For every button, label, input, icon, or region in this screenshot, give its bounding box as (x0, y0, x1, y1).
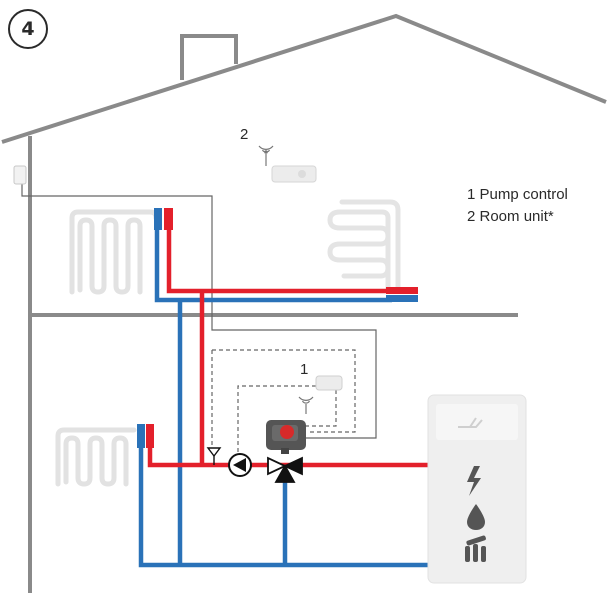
sensor-cable (21, 182, 377, 439)
control-loop-return (304, 390, 337, 427)
chimney (180, 34, 238, 80)
lightning-icon (467, 466, 481, 496)
pump-control-marker: 1 (300, 361, 309, 378)
wood-fuel-icon (465, 535, 486, 562)
brand-logo-icon (458, 417, 483, 428)
wiring (21, 182, 377, 466)
radiator-lower-left (55, 427, 137, 487)
radiator-upper-left (69, 209, 159, 295)
control-loop-outer (212, 349, 356, 433)
heat-source-unit (427, 394, 527, 584)
room-unit-marker: 2 (240, 126, 249, 143)
room-unit-device (271, 165, 317, 183)
pump-icon (228, 453, 252, 477)
radiator-valves (137, 208, 418, 448)
return-pipes (138, 214, 440, 568)
step-number-badge: 4 (8, 9, 48, 49)
roof (1, 13, 607, 144)
three-way-valve-icon (267, 456, 303, 483)
house-outline (1, 13, 607, 593)
legend-item-pump-control: 1 Pump control (467, 186, 568, 203)
legend-item-room-unit: 2 Room unit* (467, 208, 554, 225)
control-loop-inner (237, 385, 316, 466)
oil-drop-icon (467, 504, 485, 530)
floor-heating-coil (327, 199, 401, 293)
mixing-valve-actuator (266, 420, 306, 454)
pump-control-device (315, 375, 343, 391)
wall-sensor (13, 165, 27, 185)
legend: 1 Pump control 2 Room unit* (467, 184, 568, 228)
pump-wireless-icon (298, 396, 314, 414)
check-valve-icon (206, 447, 222, 465)
wireless-signal-icon (258, 145, 274, 166)
